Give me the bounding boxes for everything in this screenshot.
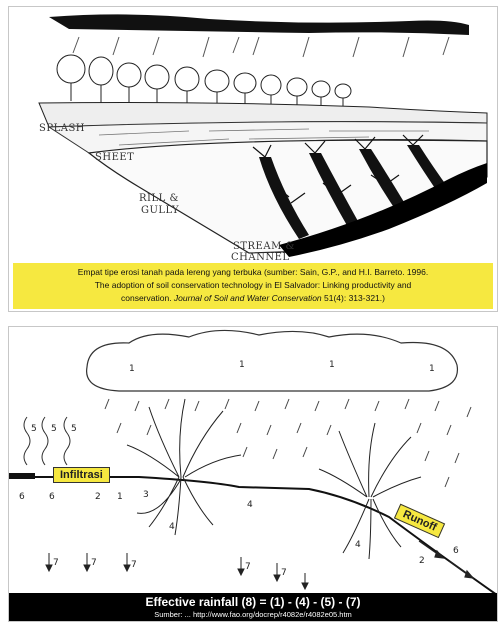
- source-url: Sumber: ... http://www.fao.org/docrep/r4…: [9, 610, 497, 620]
- cloud-number-4: 1: [429, 364, 435, 374]
- cloud-number-1: 1: [129, 364, 135, 374]
- flow-number-6a: 6: [19, 492, 25, 502]
- caption-line-3a: conservation.: [121, 293, 174, 303]
- perc-number-7d: 7: [245, 562, 251, 572]
- perc-number-7b: 7: [91, 558, 97, 568]
- perc-number-7a: 7: [53, 558, 59, 568]
- sheet-label: SHEET: [95, 152, 134, 163]
- root-number-4a: 4: [169, 522, 175, 532]
- caption-line-2: The adoption of soil conservation techno…: [13, 279, 493, 292]
- splash-label: SPLASH: [39, 123, 85, 134]
- perc-number-7c: 7: [131, 560, 137, 570]
- evap-number-3: 5: [71, 424, 77, 434]
- evap-number-1: 5: [31, 424, 37, 434]
- flow-number-2a: 2: [95, 492, 101, 502]
- stream-label: STREAM &: [233, 241, 295, 252]
- cloud-number-3: 1: [329, 360, 335, 370]
- effective-rainfall-band: Effective rainfall (8) = (1) - (4) - (5)…: [9, 593, 497, 621]
- runoff-number-6: 6: [453, 546, 459, 556]
- effective-rainfall-panel: 1 1 1 1 5 5 5 6 6 2 1 3 4 4 4 7 7 7 7 7 …: [8, 326, 498, 622]
- perc-number-7e: 7: [281, 568, 287, 578]
- effective-rainfall-title: Effective rainfall (8) = (1) - (4) - (5)…: [9, 593, 497, 610]
- erosion-types-panel: SPLASH SHEET RILL & GULLY STREAM & CHANN…: [8, 6, 498, 312]
- rill-label: RILL &: [139, 193, 179, 204]
- flow-number-6b: 6: [49, 492, 55, 502]
- flow-number-4c: 4: [247, 500, 253, 510]
- flow-number-3: 3: [143, 490, 149, 500]
- gully-label: GULLY: [141, 205, 179, 216]
- caption-line-1: Empat tipe erosi tanah pada lereng yang …: [13, 266, 493, 279]
- flow-number-1: 1: [117, 492, 123, 502]
- caption-journal: Journal of Soil and Water Conservation: [174, 293, 322, 303]
- infiltration-tag: Infiltrasi: [53, 467, 110, 483]
- evap-number-2: 5: [51, 424, 57, 434]
- root-number-4b: 4: [355, 540, 361, 550]
- caption-line-3b: 51(4): 313-321.): [322, 293, 385, 303]
- runoff-number-2: 2: [419, 556, 425, 566]
- cloud-number-2: 1: [239, 360, 245, 370]
- caption-line-3: conservation. Journal of Soil and Water …: [13, 292, 493, 305]
- erosion-caption: Empat tipe erosi tanah pada lereng yang …: [13, 263, 493, 309]
- channel-label: CHANNEL: [231, 252, 290, 263]
